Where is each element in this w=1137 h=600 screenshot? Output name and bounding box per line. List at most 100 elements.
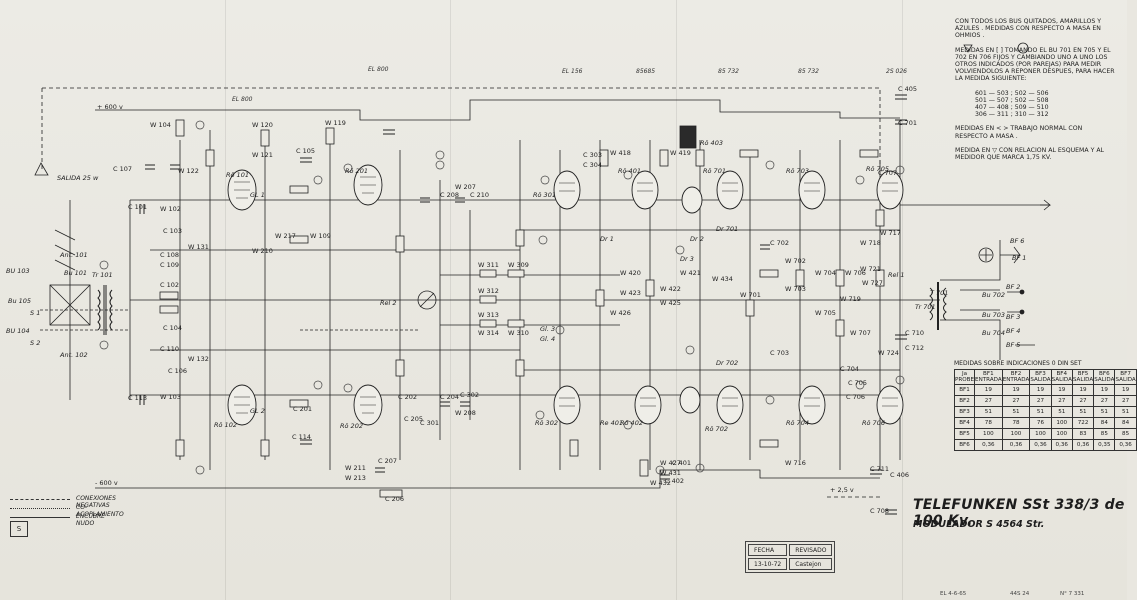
component-label: BU 103 [6, 267, 30, 275]
component-label: C 114 [292, 433, 312, 441]
component-label: W 131 [188, 243, 209, 251]
table-cell: 100 [1050, 417, 1073, 429]
table-row: BF5 100 100 100 100 83 85 85 [953, 428, 1137, 440]
component-label: C 206 [385, 495, 405, 503]
component-label: W 717 [880, 229, 901, 237]
component-label: W 132 [188, 355, 209, 363]
component-label: W 310 [508, 329, 529, 337]
component-label: BF 6 [1010, 237, 1025, 245]
footer-mark: N° 7 331 [1060, 591, 1085, 597]
component-label: C 208 [440, 191, 460, 199]
component-label: C 701 [898, 119, 918, 127]
table-cell: 100 [1050, 428, 1073, 440]
component-label: W 217 [275, 232, 296, 240]
component-label: W 420 [620, 269, 641, 277]
table-cell: 0,36 [1001, 439, 1031, 451]
component-label: Gl. 4 [540, 335, 556, 343]
component-label: BF 5 [1006, 341, 1021, 349]
component-label: W 707 [850, 329, 871, 337]
component-label: Bu 703 [982, 311, 1006, 319]
component-label: W 718 [860, 239, 881, 247]
component-label: W 431 [660, 469, 681, 477]
component-label: GL 1 [250, 191, 265, 199]
table-header-row: Ja PROBE BF1 ENTRADA BF2 ENTRADA BF3 SAL… [953, 369, 1137, 385]
net-label: EL 800 [368, 66, 389, 73]
net-label: 85 732 [798, 68, 819, 75]
table-cell: 19 [1071, 384, 1095, 396]
table-header: BF5 SALIDA [1071, 369, 1095, 385]
component-label: C 109 [160, 261, 180, 269]
table-cell: 51 [1071, 406, 1095, 418]
capacitors [139, 94, 907, 515]
table-cell: 78 [974, 417, 1003, 429]
component-label: BF 2 [1006, 283, 1021, 291]
component-label: C 205 [404, 415, 424, 423]
table-cell: 0,35 [1093, 439, 1116, 451]
component-label: C 301 [420, 419, 440, 427]
table-cell: 100 [1029, 428, 1052, 440]
component-label: W 418 [610, 149, 631, 157]
net-label: EL 156 [562, 68, 583, 75]
component-label: W 314 [478, 329, 499, 337]
table-cell: 722 [1071, 417, 1095, 429]
component-label: C 204 [440, 393, 460, 401]
component-label: W 421 [680, 269, 701, 277]
net-label: 85685 [636, 68, 656, 75]
table-cell: 27 [1001, 395, 1031, 407]
component-label: C 106 [168, 367, 188, 375]
tube-label: Rö 402 [620, 419, 643, 427]
table-cell: 84 [1114, 417, 1137, 429]
component-label: W 423 [620, 289, 641, 297]
component-label: Ant. 101 [60, 251, 88, 259]
component-label: C 401 [672, 459, 692, 467]
note-3: MEDIDAS EN < > TRABAJO NORMAL CON RESPEC… [955, 125, 1083, 140]
tube-ro703 [798, 170, 826, 210]
legend-line-dotted [10, 508, 70, 509]
table-cell: 27 [1029, 395, 1052, 407]
tube-ro706 [876, 385, 904, 425]
table-header: Ja PROBE [953, 369, 976, 385]
component-label: W 427 [660, 459, 681, 467]
component-label: W 706 [845, 269, 866, 277]
tube-label: Rö 702 [705, 425, 728, 433]
note-1: CON TODOS LOS BUS QUITADOS, AMARILLOS Y … [955, 18, 1102, 40]
table-cell: 27 [1093, 395, 1116, 407]
tube-ro705 [876, 170, 904, 210]
component-label: W 425 [660, 299, 681, 307]
table-row: BF6 0,36 0,36 0,36 0,36 0,36 0,35 0,36 [953, 439, 1137, 451]
component-label: BF 3 [1006, 313, 1021, 321]
table-cell: 19 [974, 384, 1003, 396]
component-label: C 104 [163, 324, 183, 332]
component-label: C 101 [128, 203, 148, 211]
stamp-cell: Castejon [789, 558, 833, 570]
component-label: C 207 [378, 457, 398, 465]
tubes [227, 164, 904, 426]
component-label: C 712 [905, 344, 925, 352]
component-label: C 711 [870, 465, 890, 473]
component-label: C 202 [398, 393, 418, 401]
component-label: BF 1 [1012, 254, 1027, 262]
table-cell: 0,36 [1071, 439, 1095, 451]
table-cell: 85 [1093, 428, 1116, 440]
input-network [34, 162, 91, 326]
component-label: C 303 [583, 151, 603, 159]
shield-symbol: S [10, 521, 28, 537]
component-label: Gl. 3 [540, 325, 556, 333]
table-cell: 84 [1093, 417, 1116, 429]
net-label: EL 800 [232, 96, 253, 103]
component-label: C 201 [293, 405, 313, 413]
table-cell: 19 [1093, 384, 1116, 396]
component-label: C 210 [470, 191, 490, 199]
footer-mark: 44S 24 [1010, 591, 1030, 597]
tube-label: Rö 101 [226, 171, 249, 179]
test-points [99, 120, 905, 475]
component-label: W 724 [878, 349, 899, 357]
component-label: C 705 [848, 379, 868, 387]
pair-1: 601 — 503 ; 502 — 506 [975, 89, 1049, 97]
drawing-title: TELEFUNKEN SSt 338/3 de 100 Kv. [913, 497, 1125, 529]
table-cell: 0,36 [974, 439, 1003, 451]
table-cell: 19 [1114, 384, 1137, 396]
table-cell: 100 [974, 428, 1003, 440]
component-label: W 213 [345, 474, 366, 482]
tube-label: Rö 202 [340, 422, 363, 430]
